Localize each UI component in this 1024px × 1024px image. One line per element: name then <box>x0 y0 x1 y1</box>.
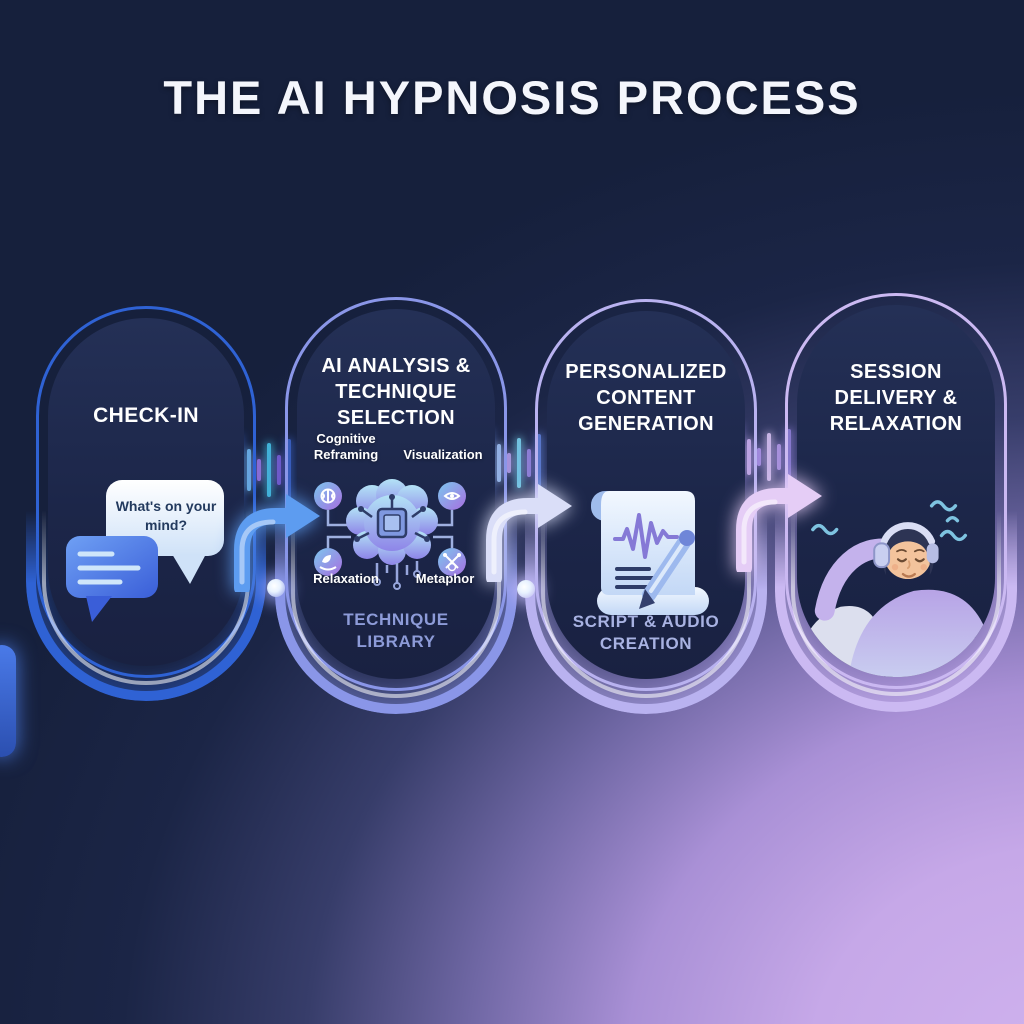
flow-arrow-1 <box>234 494 320 592</box>
technique-label-relaxation: Relaxation <box>313 571 379 586</box>
equalizer-bar <box>777 444 781 470</box>
stage-content-generation: PERSONALIZED CONTENT GENERATION <box>517 299 767 714</box>
stage-session-delivery: SESSION DELIVERY & RELAXATION <box>775 293 1017 712</box>
stage-title: AI ANALYSIS & TECHNIQUE SELECTION <box>321 355 471 429</box>
relaxed-listener-icon <box>797 500 995 677</box>
stage-title: PERSONALIZED CONTENT GENERATION <box>565 361 727 435</box>
equalizer-bar <box>757 448 761 466</box>
flow-arrow-3 <box>736 474 822 572</box>
technique-label-visualization: Visualization <box>403 447 483 462</box>
mini-leaf-hand-icon <box>319 555 337 571</box>
stage-title: SESSION DELIVERY & RELAXATION <box>829 361 963 435</box>
mini-brain-icon <box>320 488 336 504</box>
chat-bubbles-icon <box>66 480 224 622</box>
calm-waves-icon <box>811 500 968 542</box>
technique-label-metaphor: Metaphor <box>415 571 475 586</box>
stage-card: PERSONALIZED CONTENT GENERATION <box>547 311 745 679</box>
stage-card: CHECK-IN What's on your mind? <box>48 318 244 666</box>
mini-scissors-palette-icon <box>443 553 461 572</box>
page-title: THE AI HYPNOSIS PROCESS <box>163 71 861 124</box>
flow-line-start <box>0 645 16 757</box>
stage-caption: TECHNIQUE LIBRARY <box>343 609 449 651</box>
chat-bubble-text: What's on your mind? <box>115 498 217 533</box>
flow-dot <box>267 579 285 598</box>
equalizer-bar <box>767 433 771 481</box>
flow-arrow-2 <box>486 484 572 582</box>
equalizer-bar <box>257 459 261 481</box>
equalizer-bar <box>277 455 281 485</box>
brain-circuit-icon <box>314 479 466 590</box>
mini-eye-icon <box>443 492 461 500</box>
script-and-pen-icon <box>591 491 709 615</box>
stage-caption: SCRIPT & AUDIO CREATION <box>572 611 720 653</box>
flow-arc <box>775 471 1017 712</box>
stage-ai-analysis: AI ANALYSIS & TECHNIQUE SELECTION Cognit… <box>267 297 517 714</box>
technique-label-cognitive-reframing: Cognitive Reframing <box>313 431 379 462</box>
stage-card: SESSION DELIVERY & RELAXATION <box>797 305 995 677</box>
stage-check-in: CHECK-IN What's on your mind? <box>26 306 266 701</box>
equalizer-bar <box>527 449 531 477</box>
equalizer-bar <box>267 443 271 497</box>
stage-title: CHECK-IN <box>93 404 199 427</box>
equalizer-bar <box>517 438 521 488</box>
flow-dot <box>517 579 535 598</box>
stage-card: AI ANALYSIS & TECHNIQUE SELECTION Cognit… <box>297 309 495 679</box>
equalizer-bar <box>507 453 511 473</box>
